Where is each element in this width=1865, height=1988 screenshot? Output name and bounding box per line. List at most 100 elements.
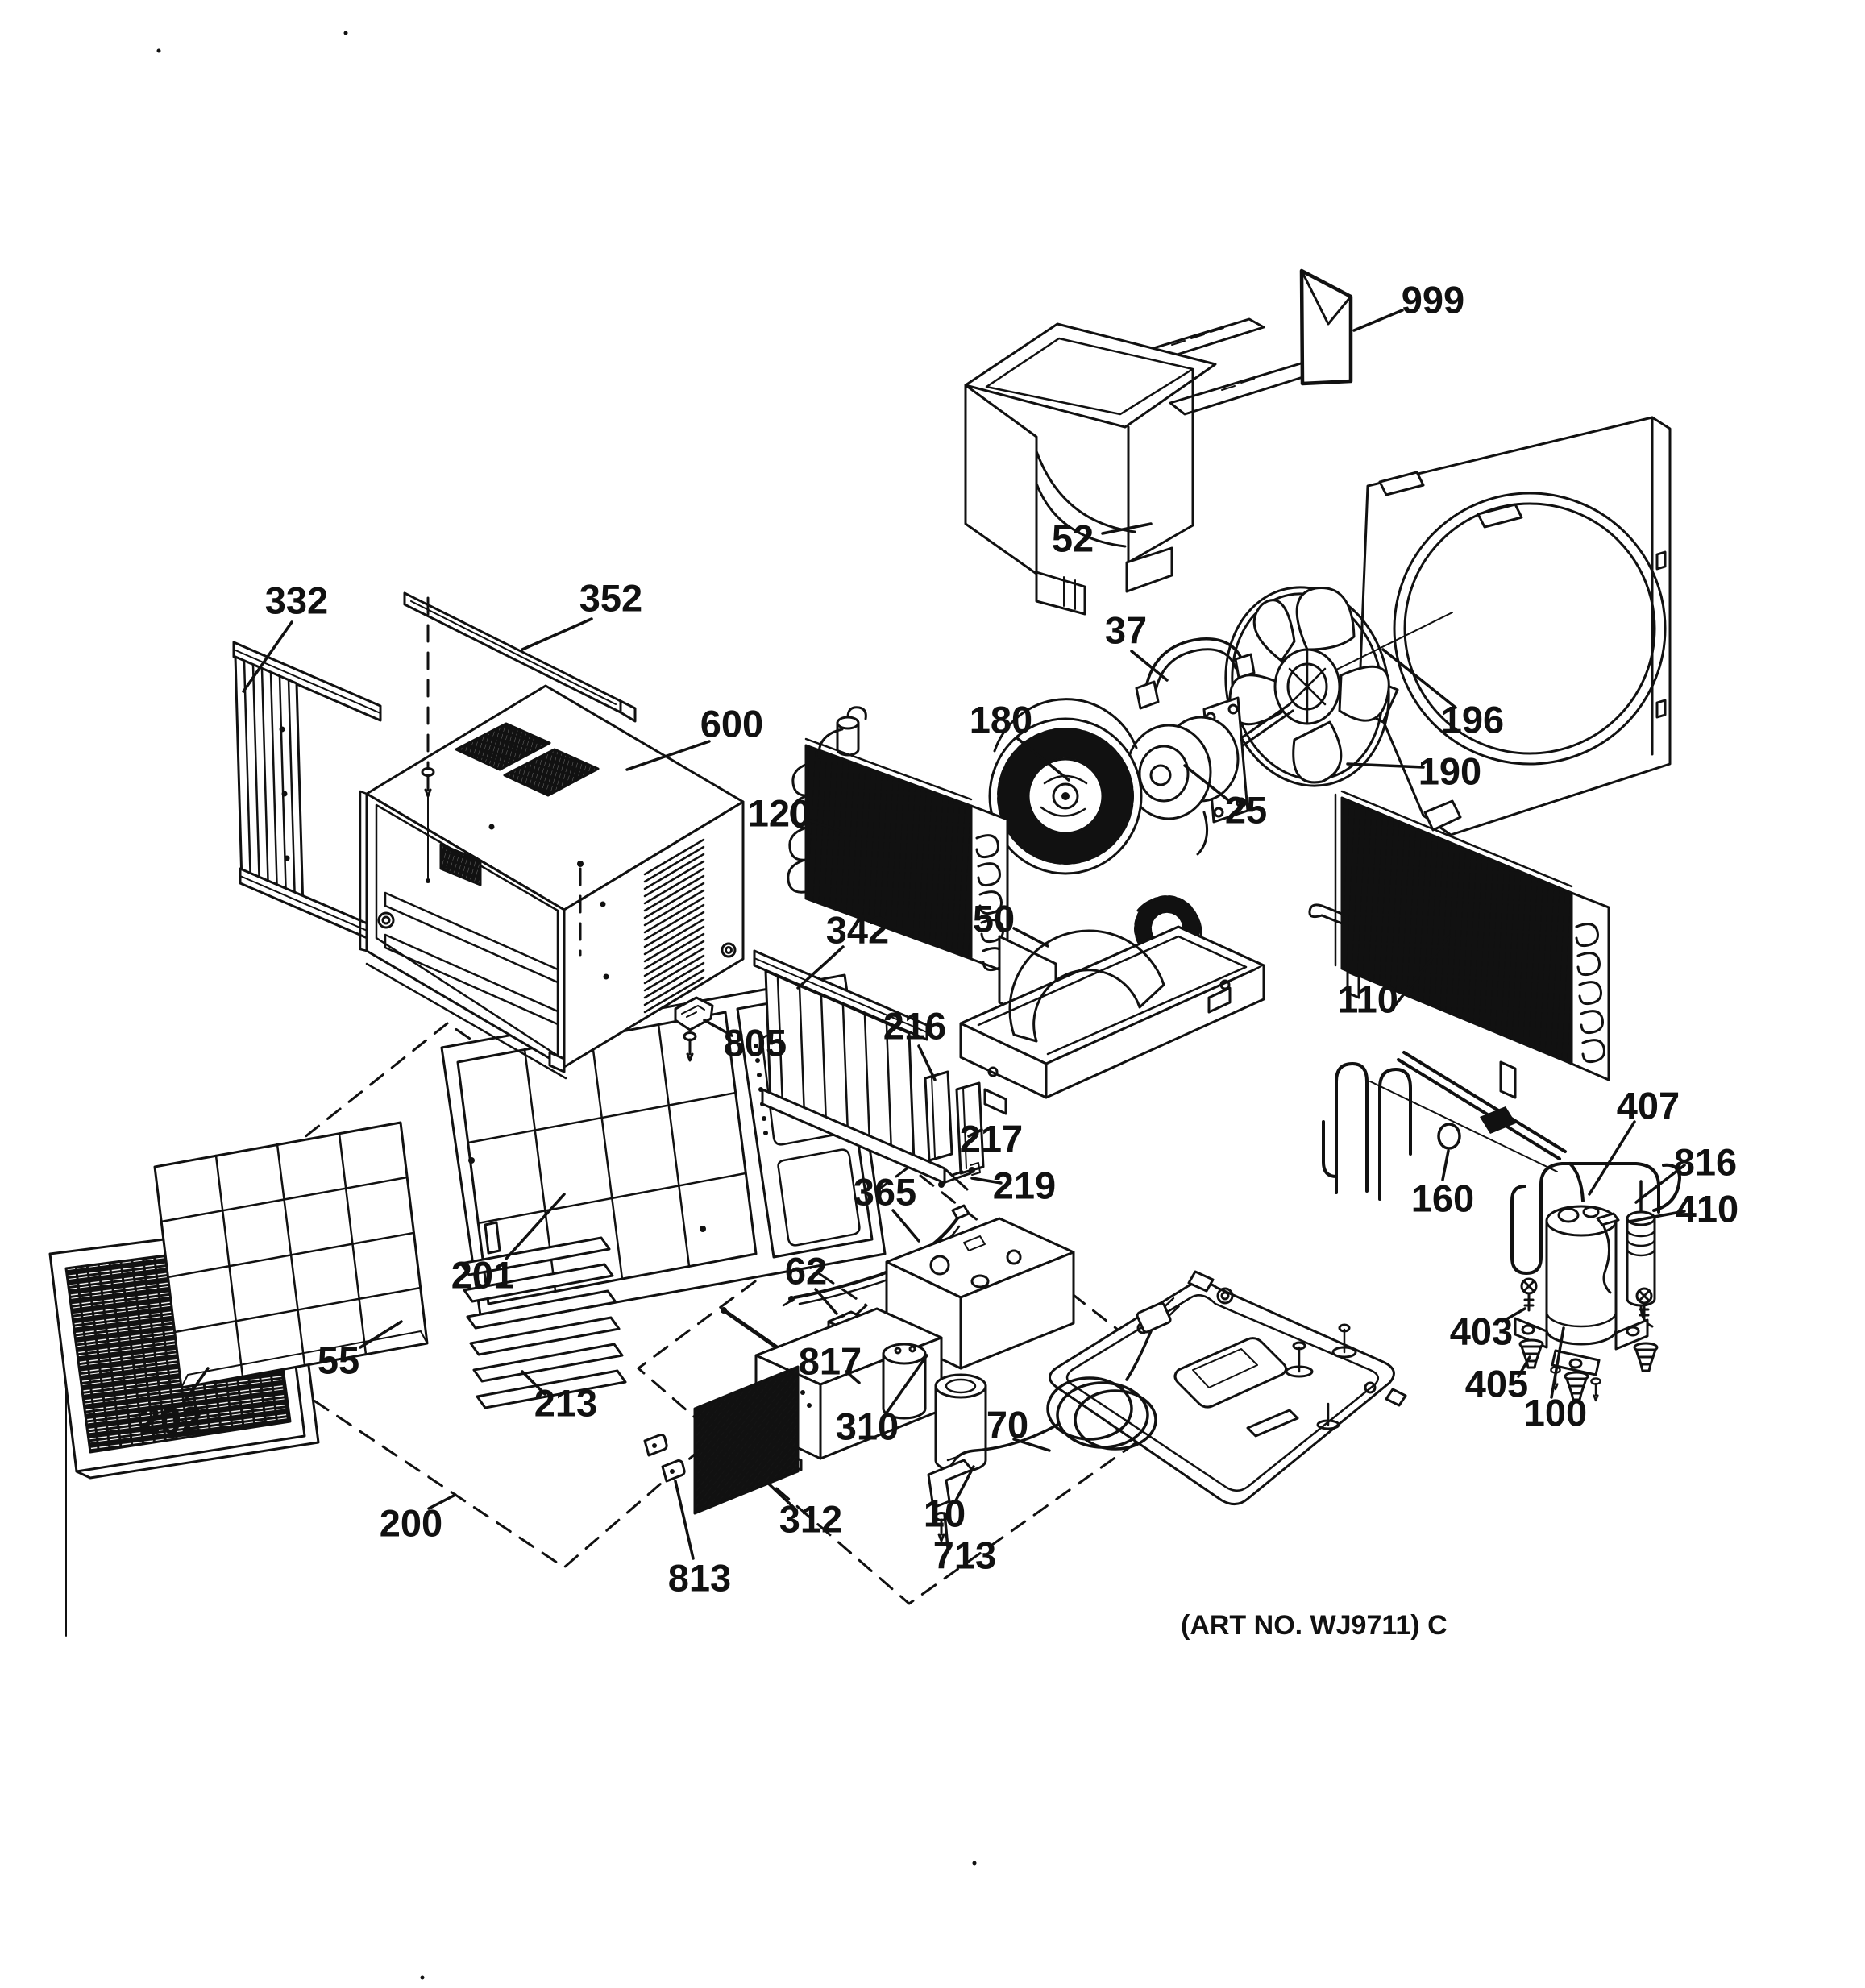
callout-62: 62 [785, 1250, 838, 1315]
callout-196: 196 [1381, 648, 1504, 741]
callout-label-37: 37 [1105, 609, 1147, 652]
callout-leader-201 [505, 1193, 566, 1260]
callout-label-352: 352 [579, 577, 642, 620]
callout-999: 999 [1352, 279, 1464, 332]
callout-label-52: 52 [1052, 517, 1094, 560]
callout-813: 813 [668, 1480, 731, 1600]
callout-405: 405 [1465, 1355, 1531, 1405]
callout-805: 805 [703, 1019, 787, 1065]
callout-816: 816 [1634, 1141, 1737, 1204]
callout-100: 100 [1524, 1326, 1587, 1434]
callout-label-407: 407 [1617, 1085, 1680, 1127]
callout-52: 52 [1052, 517, 1153, 560]
callout-label-217: 217 [960, 1118, 1023, 1160]
evaporator-coil-120 [787, 706, 1009, 974]
callout-342: 342 [796, 909, 889, 990]
callout-312: 312 [759, 1475, 842, 1541]
callout-403: 403 [1450, 1307, 1526, 1353]
base-pan [1049, 1270, 1407, 1505]
callout-180: 180 [970, 699, 1070, 782]
callout-label-50: 50 [973, 898, 1015, 940]
callout-leader-55 [359, 1320, 403, 1349]
callout-50: 50 [973, 898, 1049, 948]
callout-160: 160 [1411, 1149, 1474, 1220]
callout-label-100: 100 [1524, 1392, 1587, 1434]
seal-strip-217 [955, 1081, 985, 1176]
callout-label-160: 160 [1411, 1177, 1474, 1220]
callout-label-816: 816 [1674, 1141, 1737, 1184]
callout-190: 190 [1346, 750, 1481, 793]
callout-leader-190 [1346, 762, 1425, 769]
callout-label-403: 403 [1450, 1310, 1513, 1353]
callout-label-219: 219 [993, 1164, 1056, 1207]
callout-110: 110 [1337, 935, 1451, 1021]
callout-leader-600 [625, 740, 711, 771]
art-number-caption: (ART NO. WJ9711) C [1181, 1610, 1448, 1641]
callout-600: 600 [625, 703, 763, 771]
callout-70: 70 [986, 1404, 1051, 1452]
literature-envelope-999 [1299, 268, 1353, 386]
callout-label-190: 190 [1418, 750, 1481, 793]
callout-label-310: 310 [836, 1405, 899, 1448]
callout-332: 332 [242, 579, 328, 693]
callouts-layer: 332 352 600 999 52 37 180 120 196 190 25 50 342 110 80… [139, 279, 1738, 1600]
callout-leader-70 [1012, 1438, 1051, 1452]
callout-leader-342 [796, 945, 845, 990]
refrigerant-tubing-160 [1322, 1051, 1681, 1275]
callout-leader-52 [1101, 522, 1153, 535]
fan-shroud-196 [1351, 416, 1672, 836]
callout-817: 817 [799, 1340, 862, 1384]
callout-25: 25 [1183, 764, 1267, 832]
callout-leader-805 [703, 1019, 733, 1037]
callout-leader-332 [242, 620, 293, 693]
clamp-219 [938, 1167, 975, 1191]
callout-219: 219 [970, 1164, 1056, 1207]
callout-216: 216 [883, 1005, 946, 1081]
callout-label-805: 805 [724, 1022, 787, 1065]
callout-leader-25 [1183, 764, 1230, 802]
callout-201: 201 [451, 1193, 566, 1297]
callout-label-813: 813 [668, 1557, 731, 1600]
callout-365: 365 [854, 1171, 920, 1243]
compressor-100 [1514, 1205, 1659, 1402]
electrical-assembly-dashed-boundary [637, 1165, 1204, 1605]
callout-leader-10 [954, 1465, 975, 1502]
control-panel-312 [693, 1307, 943, 1515]
callout-label-312: 312 [779, 1498, 842, 1541]
callout-leader-120 [804, 817, 843, 833]
callout-leader-37 [1130, 650, 1169, 682]
callout-label-201: 201 [451, 1254, 514, 1297]
clamp-bracket-805 [674, 996, 714, 1062]
callout-352: 352 [521, 577, 642, 651]
callout-label-999: 999 [1402, 279, 1464, 322]
cabinet-600 [359, 596, 745, 1080]
callout-label-110: 110 [1337, 978, 1398, 1021]
callout-leader-196 [1381, 648, 1457, 709]
callout-120: 120 [748, 792, 843, 835]
callout-label-600: 600 [700, 703, 763, 745]
callout-leader-219 [970, 1177, 1003, 1185]
top-rail-352 [403, 591, 637, 723]
blower-wheel-180 [988, 698, 1143, 875]
callout-leader-200 [427, 1493, 457, 1510]
callout-leader-213 [521, 1370, 546, 1396]
callout-213: 213 [521, 1370, 597, 1425]
callout-leader-110 [1392, 935, 1451, 1009]
accumulator-410 [1626, 1180, 1656, 1328]
seal-strip-216 [924, 1070, 953, 1162]
callout-label-817: 817 [799, 1340, 862, 1383]
callout-label-55: 55 [318, 1339, 359, 1382]
callout-label-25: 25 [1225, 789, 1267, 832]
callout-label-200: 200 [380, 1502, 442, 1545]
callout-leader-407 [1588, 1120, 1636, 1196]
callout-202: 202 [139, 1367, 210, 1442]
air-filter-55 [153, 1121, 429, 1389]
callout-leader-403 [1501, 1307, 1526, 1323]
callout-310: 310 [836, 1354, 928, 1448]
callout-55: 55 [318, 1320, 403, 1382]
callout-label-410: 410 [1676, 1188, 1738, 1231]
callout-label-713: 713 [933, 1534, 996, 1577]
condenser-coil-110 [1308, 790, 1610, 1099]
